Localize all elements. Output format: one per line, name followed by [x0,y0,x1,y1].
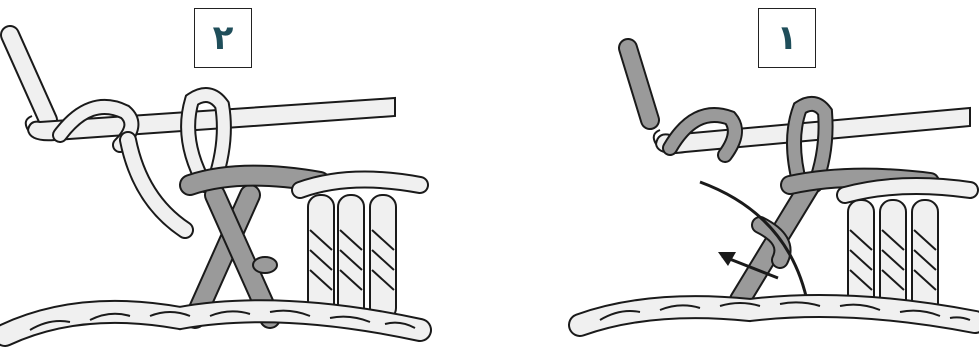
foundation-chain [580,302,975,325]
foundation-chain [5,311,420,335]
step-2-panel: ۲ [0,0,490,360]
step-1-illustration [490,0,979,360]
step-number: ۲ [213,21,234,55]
completed-stitches [300,180,420,320]
step-number-box: ۲ [194,8,252,68]
step-number: ۱ [777,21,798,55]
step-1-panel: ۱ [490,0,979,360]
step-number-box: ۱ [758,8,816,68]
